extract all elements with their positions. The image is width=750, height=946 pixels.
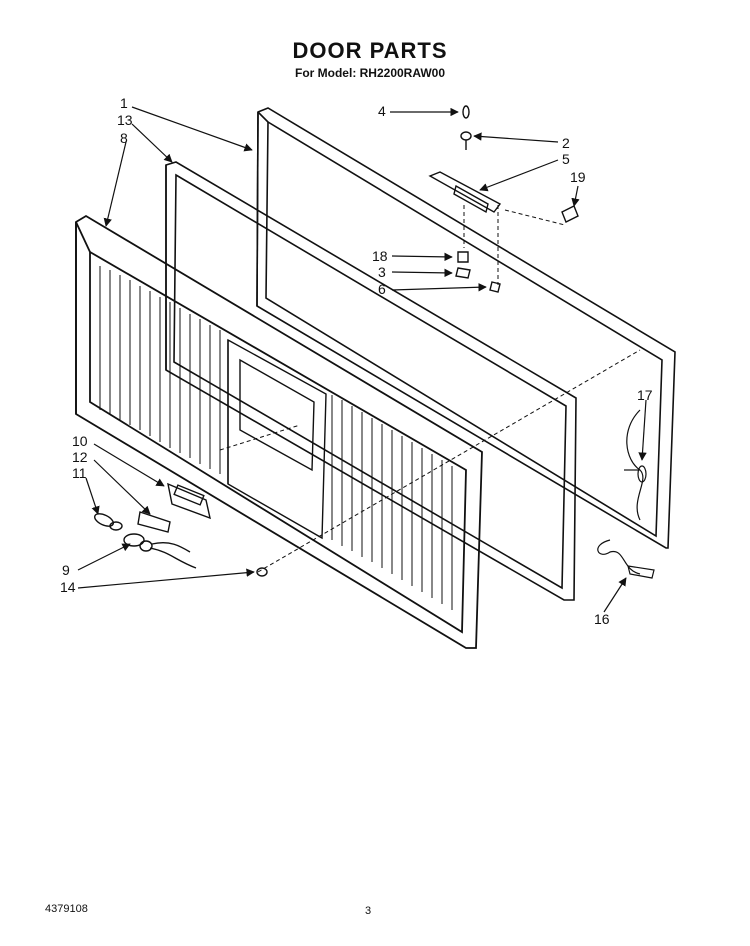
callout-16: 16: [594, 611, 610, 627]
callout-labels: 1 13 8 4 2 5 19 18 3 6 17 10 12 11 9 14 …: [60, 95, 653, 627]
callout-14: 14: [60, 579, 76, 595]
callout-8: 8: [120, 130, 128, 146]
light-socket-parts: [93, 513, 197, 569]
callout-10: 10: [72, 433, 88, 449]
page-title: DOOR PARTS: [292, 38, 448, 63]
door-gasket: [165, 161, 577, 601]
door-inner-liner: [75, 214, 483, 649]
model-subtitle: For Model: RH2200RAW00: [294, 66, 446, 80]
liner-center-recess: [227, 338, 327, 540]
callout-4: 4: [378, 103, 386, 119]
hinge-hardware: [428, 105, 579, 293]
callout-9: 9: [62, 562, 70, 578]
callout-leaders: [77, 106, 647, 613]
callout-1: 1: [120, 95, 128, 111]
callout-19: 19: [570, 169, 586, 185]
page-number: 3: [365, 905, 372, 917]
liner-ribbing: [99, 266, 453, 610]
callout-12: 12: [72, 449, 88, 465]
callout-17: 17: [637, 387, 653, 403]
callout-3: 3: [378, 264, 386, 280]
light-switch-parts: [137, 482, 211, 533]
callout-13: 13: [117, 112, 133, 128]
callout-2: 2: [562, 135, 570, 151]
door-outer-panel: [256, 107, 676, 549]
document-number: 4379108: [45, 903, 88, 915]
callout-6: 6: [378, 281, 386, 297]
plug-part: [256, 567, 268, 577]
callout-18: 18: [372, 248, 388, 264]
callout-11: 11: [72, 465, 87, 481]
alignment-lines: [219, 205, 641, 573]
callout-5: 5: [562, 151, 570, 167]
wire-harness: [597, 409, 655, 579]
